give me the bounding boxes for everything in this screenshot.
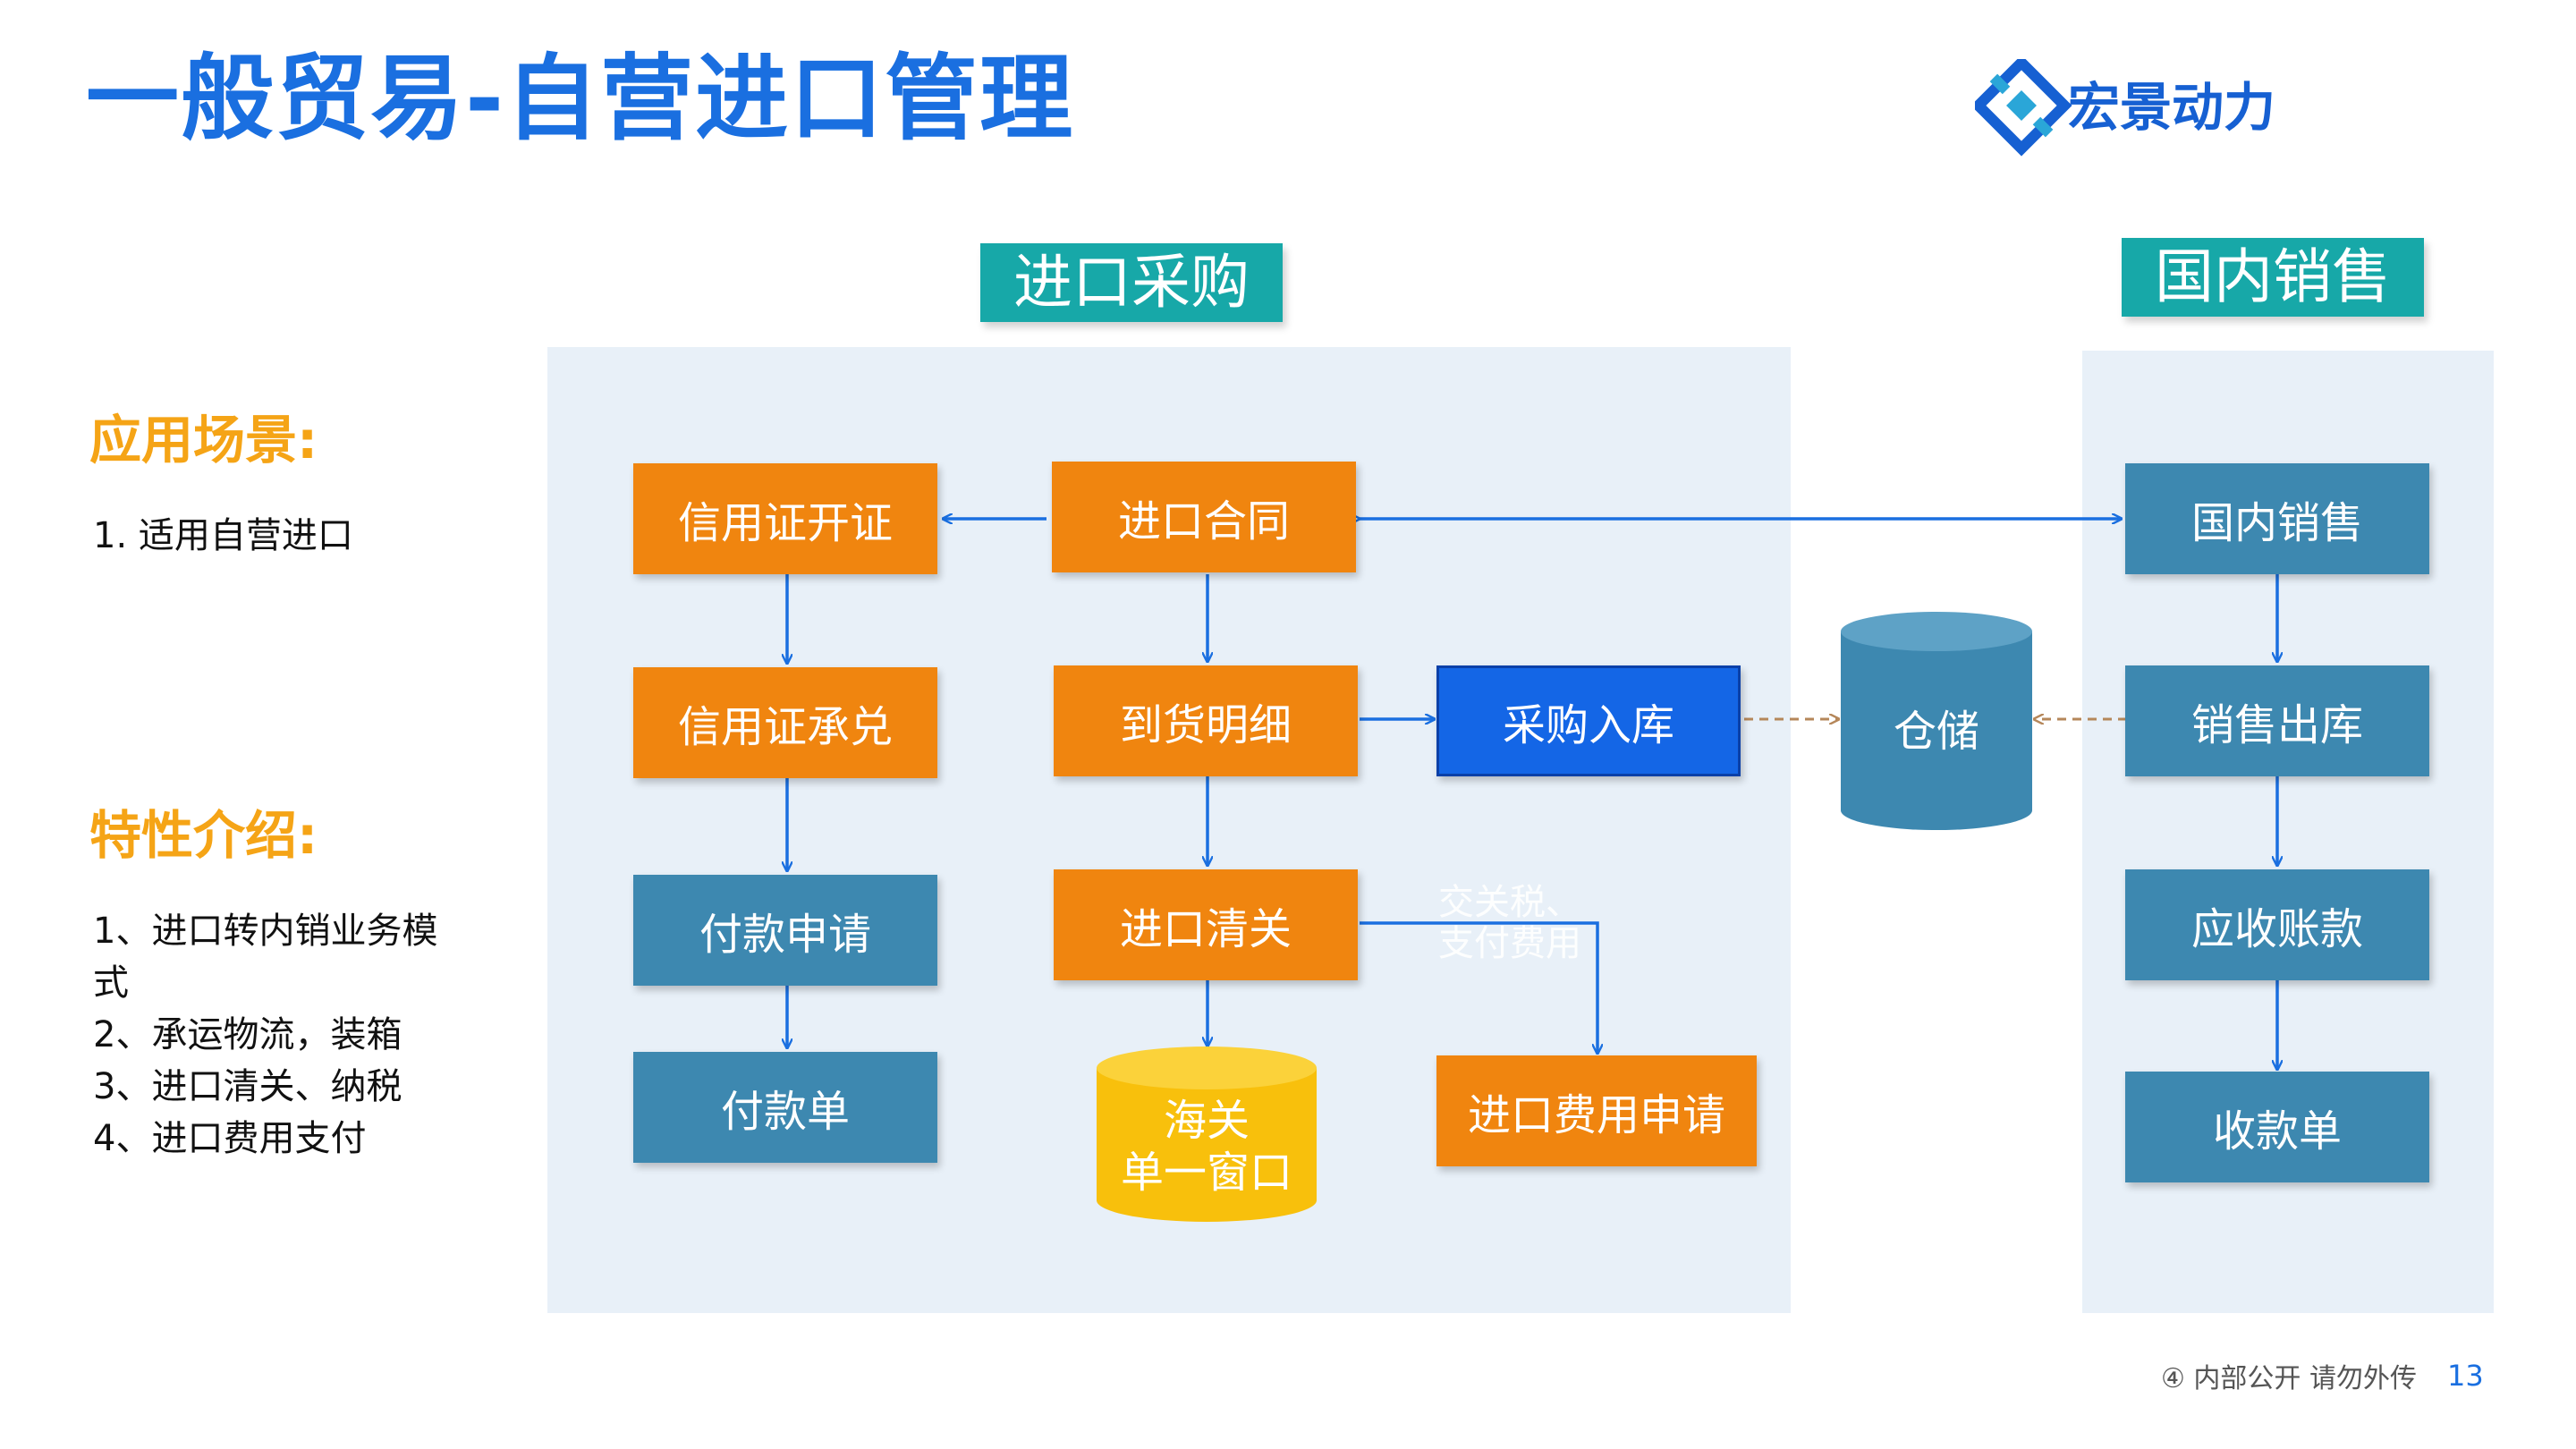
feature-item: 式 <box>93 962 129 1004</box>
footer-confidentiality-note: ④ 内部公开 请勿外传 <box>2161 1363 2417 1394</box>
customs-window-line1: 海关 <box>1163 1096 1250 1146</box>
feature-item: 2、承运物流，装箱 <box>93 1014 402 1055</box>
page-number: 13 <box>2447 1359 2484 1393</box>
node-payment-doc: 付款单 <box>633 1052 937 1163</box>
node-payment-request: 付款申请 <box>633 875 937 986</box>
section-header-import: 进口采购 <box>980 243 1283 322</box>
cylinder-shape <box>1097 1046 1317 1222</box>
node-lc-open: 信用证开证 <box>633 463 937 574</box>
scenario-heading: 应用场景: <box>89 410 318 470</box>
node-receipt-doc: 收款单 <box>2125 1072 2429 1182</box>
scenario-item: 1. 适用自营进口 <box>93 515 353 556</box>
feature-item: 3、进口清关、纳税 <box>93 1066 402 1107</box>
node-customs-clearance: 进口清关 <box>1054 869 1358 980</box>
logo-text: 宏景动力 <box>2068 77 2276 138</box>
node-domestic-sales: 国内销售 <box>2125 463 2429 574</box>
node-lc-accept: 信用证承兑 <box>633 667 937 778</box>
node-receivable: 应收账款 <box>2125 869 2429 980</box>
node-arrival-detail: 到货明细 <box>1054 665 1358 776</box>
edge-label-tax-fee: 交关税、 支付费用 <box>1438 882 1581 964</box>
warehouse-label: 仓储 <box>1893 707 1979 757</box>
page-title: 一般贸易-自营进口管理 <box>86 44 1075 153</box>
node-customs-single-window: 海关 单一窗口 <box>1097 1046 1317 1222</box>
edge-label-line1: 交关税、 <box>1438 882 1581 923</box>
node-import-fee-request: 进口费用申请 <box>1436 1055 1757 1166</box>
section-header-domestic: 国内销售 <box>2122 238 2424 317</box>
customs-window-line2: 单一窗口 <box>1120 1148 1292 1198</box>
feature-item: 4、进口费用支付 <box>93 1118 367 1159</box>
node-warehouse: 仓储 <box>1841 612 2032 830</box>
cylinder-shape <box>1841 612 2032 830</box>
node-purchase-inbound: 采购入库 <box>1436 665 1741 776</box>
company-logo <box>1975 59 2072 157</box>
edge-label-line2: 支付费用 <box>1438 923 1581 964</box>
edge-customs-to-fee <box>1360 921 1597 1054</box>
node-sales-outbound: 销售出库 <box>2125 665 2429 776</box>
node-import-contract: 进口合同 <box>1052 462 1356 572</box>
feature-heading: 特性介绍: <box>89 805 318 866</box>
feature-item: 1、进口转内销业务模 <box>93 911 438 952</box>
